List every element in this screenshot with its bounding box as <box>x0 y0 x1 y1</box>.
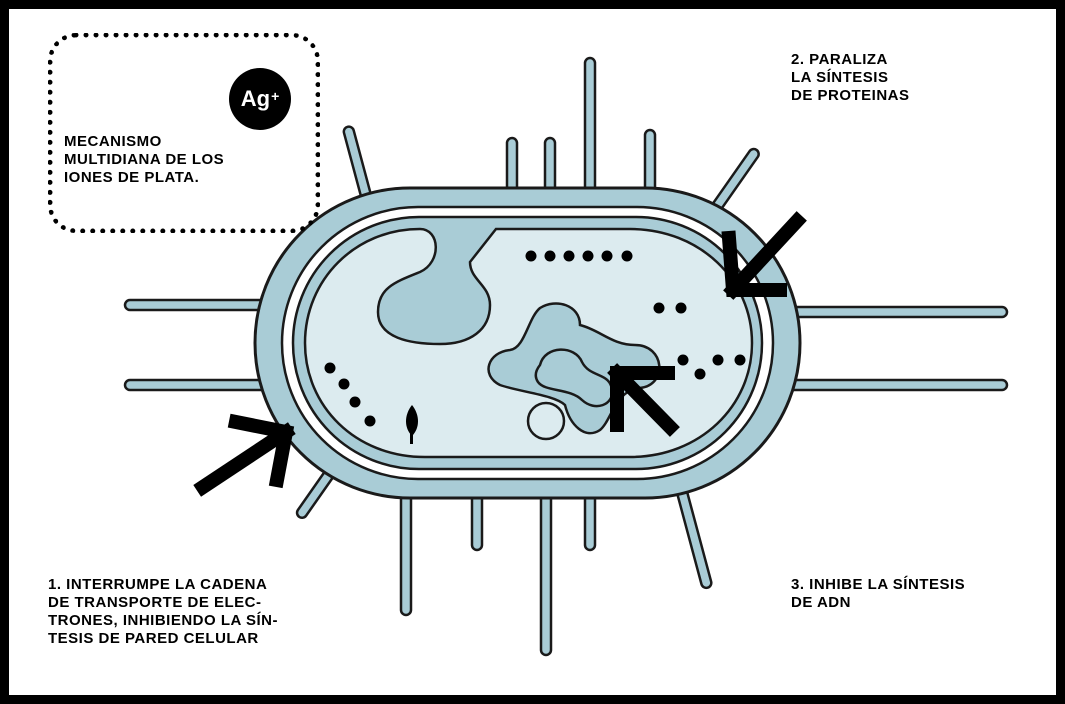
plasmid <box>528 403 564 439</box>
pilus-left-2 <box>125 380 270 390</box>
label3-line-1: 3. INHIBE LA SÍNTESIS <box>791 576 965 594</box>
silver-ion-badge: Ag+ <box>229 68 291 130</box>
info-line-3: IONES DE PLATA. <box>64 169 224 187</box>
label1-line-2: DE TRANSPORTE DE ELEC- <box>48 594 278 612</box>
pilus-right-1 <box>780 307 1007 317</box>
info-box-text: MECANISMO MULTIDIANA DE LOS IONES DE PLA… <box>64 133 224 187</box>
label1-line-3: TRONES, INHIBIENDO LA SÍN- <box>48 612 278 630</box>
badge-charge: + <box>271 88 279 104</box>
label1-line-4: TESIS DE PARED CELULAR <box>48 630 278 648</box>
info-line-2: MULTIDIANA DE LOS <box>64 151 224 169</box>
label-protein-synthesis: 2. PARALIZA LA SÍNTESIS DE PROTEINAS <box>791 51 910 105</box>
info-line-1: MECANISMO <box>64 133 224 151</box>
pilus-right-2 <box>780 380 1007 390</box>
label2-line-2: LA SÍNTESIS <box>791 69 910 87</box>
label-electron-transport: 1. INTERRUMPE LA CADENA DE TRANSPORTE DE… <box>48 576 278 648</box>
badge-symbol: Ag <box>241 86 270 112</box>
label2-line-1: 2. PARALIZA <box>791 51 910 69</box>
label2-line-3: DE PROTEINAS <box>791 87 910 105</box>
label-dna-synthesis: 3. INHIBE LA SÍNTESIS DE ADN <box>791 576 965 612</box>
label1-line-1: 1. INTERRUMPE LA CADENA <box>48 576 278 594</box>
label3-line-2: DE ADN <box>791 594 965 612</box>
